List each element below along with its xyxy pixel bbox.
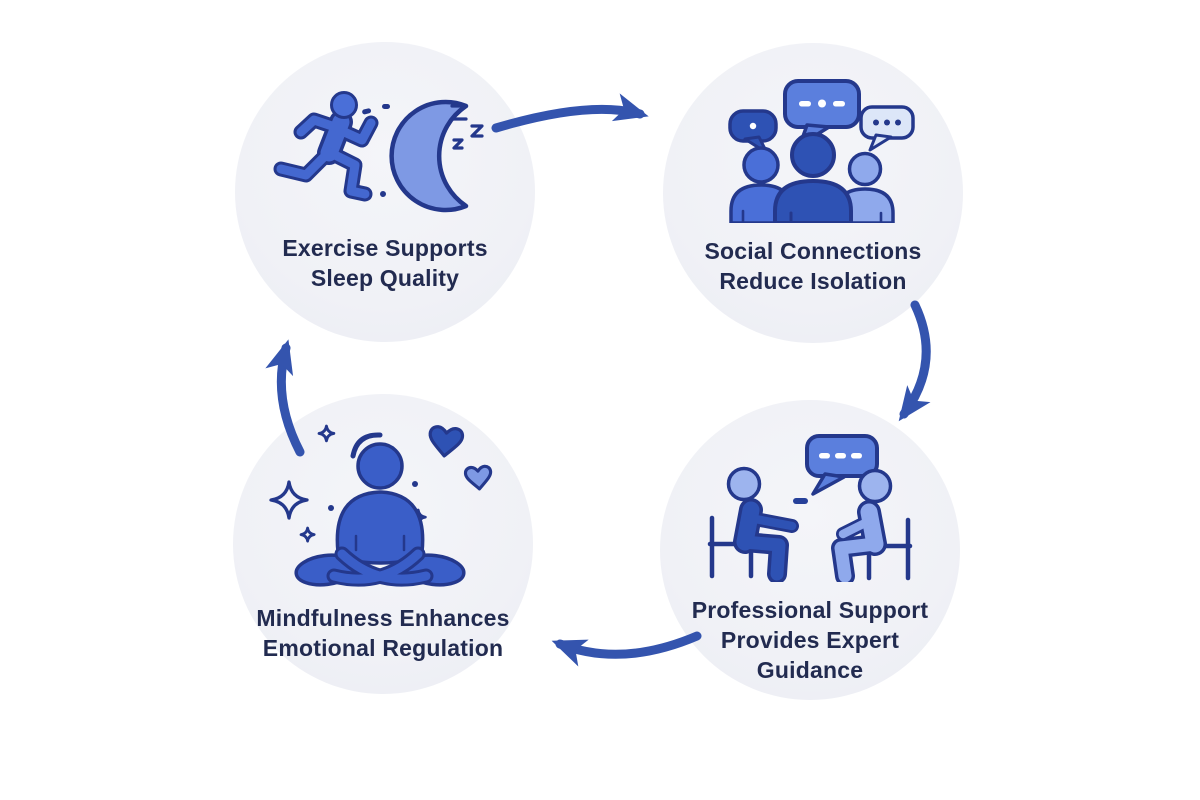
node-label-social-connections: Social Connections Reduce Isolation (704, 237, 921, 297)
label-line: Exercise Supports (282, 235, 488, 261)
label-line: Reduce Isolation (719, 267, 907, 294)
node-mindfulness: Mindfulness Enhances Emotional Regulatio… (233, 394, 533, 694)
arrow-right (898, 300, 931, 422)
label-line: Sleep Quality (310, 264, 460, 291)
node-label-professional-support: Professional Support Provides Expert Gui… (692, 596, 929, 686)
runner-and-moon-icon (273, 91, 484, 213)
label-line: Professional Support (691, 597, 929, 623)
node-professional-support: Professional Support Provides Expert Gui… (660, 400, 960, 700)
arrow-bottom (551, 631, 702, 667)
node-exercise-sleep: Exercise Supports Sleep Quality (235, 42, 535, 342)
label-line: Mindfulness Enhances (256, 605, 510, 631)
node-label-mindfulness: Mindfulness Enhances Emotional Regulatio… (256, 604, 509, 664)
label-line: Provides Expert (720, 626, 900, 653)
node-social-connections: Social Connections Reduce Isolation (663, 43, 963, 343)
counseling-session-icon (707, 434, 913, 582)
label-line: Emotional Regulation (262, 634, 504, 661)
meditating-person-icon (269, 424, 493, 587)
label-line: Guidance (756, 656, 864, 683)
node-label-exercise-sleep: Exercise Supports Sleep Quality (282, 234, 487, 294)
group-with-speech-bubbles-icon (728, 79, 915, 223)
label-line: Social Connections (704, 238, 922, 264)
